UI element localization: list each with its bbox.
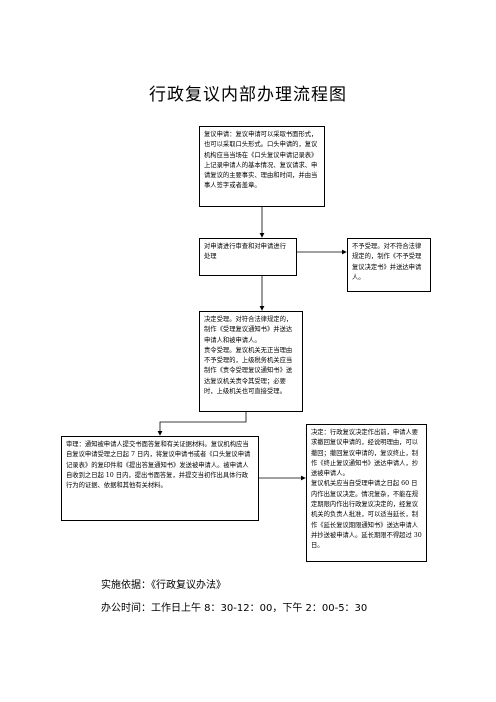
review-box: 对申请进行审查和对申请进行处理 (199, 238, 297, 276)
application-box: 复议申请：复议申请可以采取书面形式，也可以采取口头形式。口头申请的，复议机构应当… (199, 126, 325, 207)
arrow-decision-to-hearing (157, 412, 247, 436)
office-hours: 办公时间：工作日上午 8：30-12：00，下午 2：00-5：30 (101, 603, 368, 614)
page-title: 行政复议内部办理流程图 (149, 85, 347, 105)
hearing-box: 审理：通知被申请人提交书面答复和有关证据材料。复议机构应当自复议申请受理之日起 … (61, 436, 259, 521)
legal-basis: 实施依据：《行政复议办法》 (101, 580, 226, 591)
acceptance-box: 决定受理。对符合法律规定的，制作《受理复议通知书》并送达申请人和被申请人。 责令… (199, 311, 303, 412)
final-decision-box: 决定：行政复议决定作出前，申请人要求撤回复议申请的，经说明理由，可以撤回；撤回复… (306, 424, 427, 562)
reject-box: 不予受理。对不符合法律规定的，制作《不予受理复议决定书》并送达申请人。 (347, 238, 431, 292)
